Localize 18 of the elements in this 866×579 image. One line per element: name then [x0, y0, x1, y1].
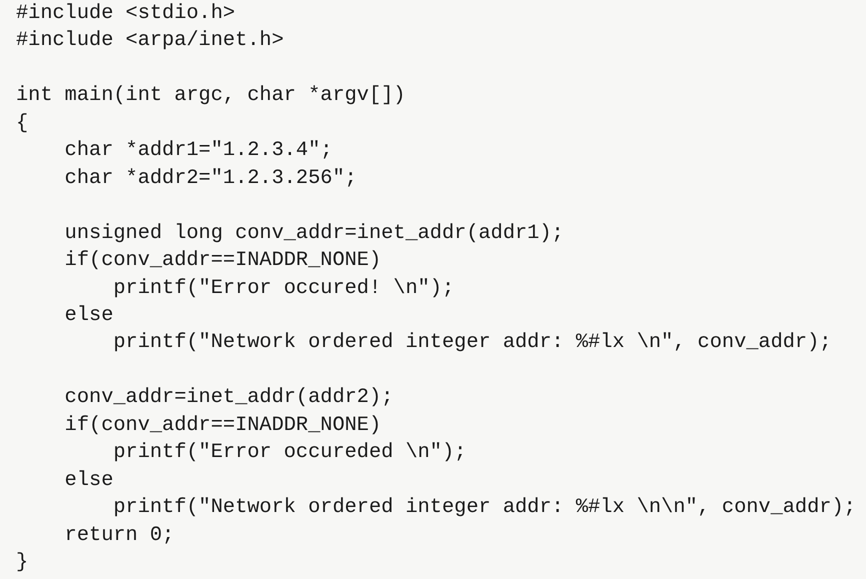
code-line: char *addr1="1.2.3.4"; — [64, 139, 332, 164]
code-line: #include <arpa/inet.h> — [16, 29, 284, 54]
code-line: } — [16, 551, 28, 575]
code-line: return 0; — [64, 524, 174, 548]
code-line: int main(int argc, char *argv[]) — [16, 84, 406, 108]
code-line: if(conv_addr==INADDR_NONE) — [64, 414, 382, 438]
code-line: else — [64, 304, 114, 328]
code-line: unsigned long conv_addr=inet_addr(addr1); — [64, 222, 564, 246]
code-line: printf("Error occured! \n"); — [112, 276, 454, 300]
code-line: { — [16, 112, 28, 136]
code-line: printf("Network ordered integer addr: %#lx \n\n", conv_addr); — [112, 496, 856, 520]
code-line: printf("Error occureded \n"); — [112, 441, 466, 466]
code-line: else — [64, 468, 114, 493]
code-line: printf("Network ordered integer addr: %#lx \n", conv_addr); — [112, 331, 832, 356]
code-line: char *addr2="1.2.3.256"; — [64, 166, 357, 191]
code-line: conv_addr=inet_addr(addr2); — [64, 386, 394, 410]
code-line: #include <stdio.h> — [16, 2, 236, 26]
code-line: if(conv_addr==INADDR_NONE) — [64, 249, 382, 274]
